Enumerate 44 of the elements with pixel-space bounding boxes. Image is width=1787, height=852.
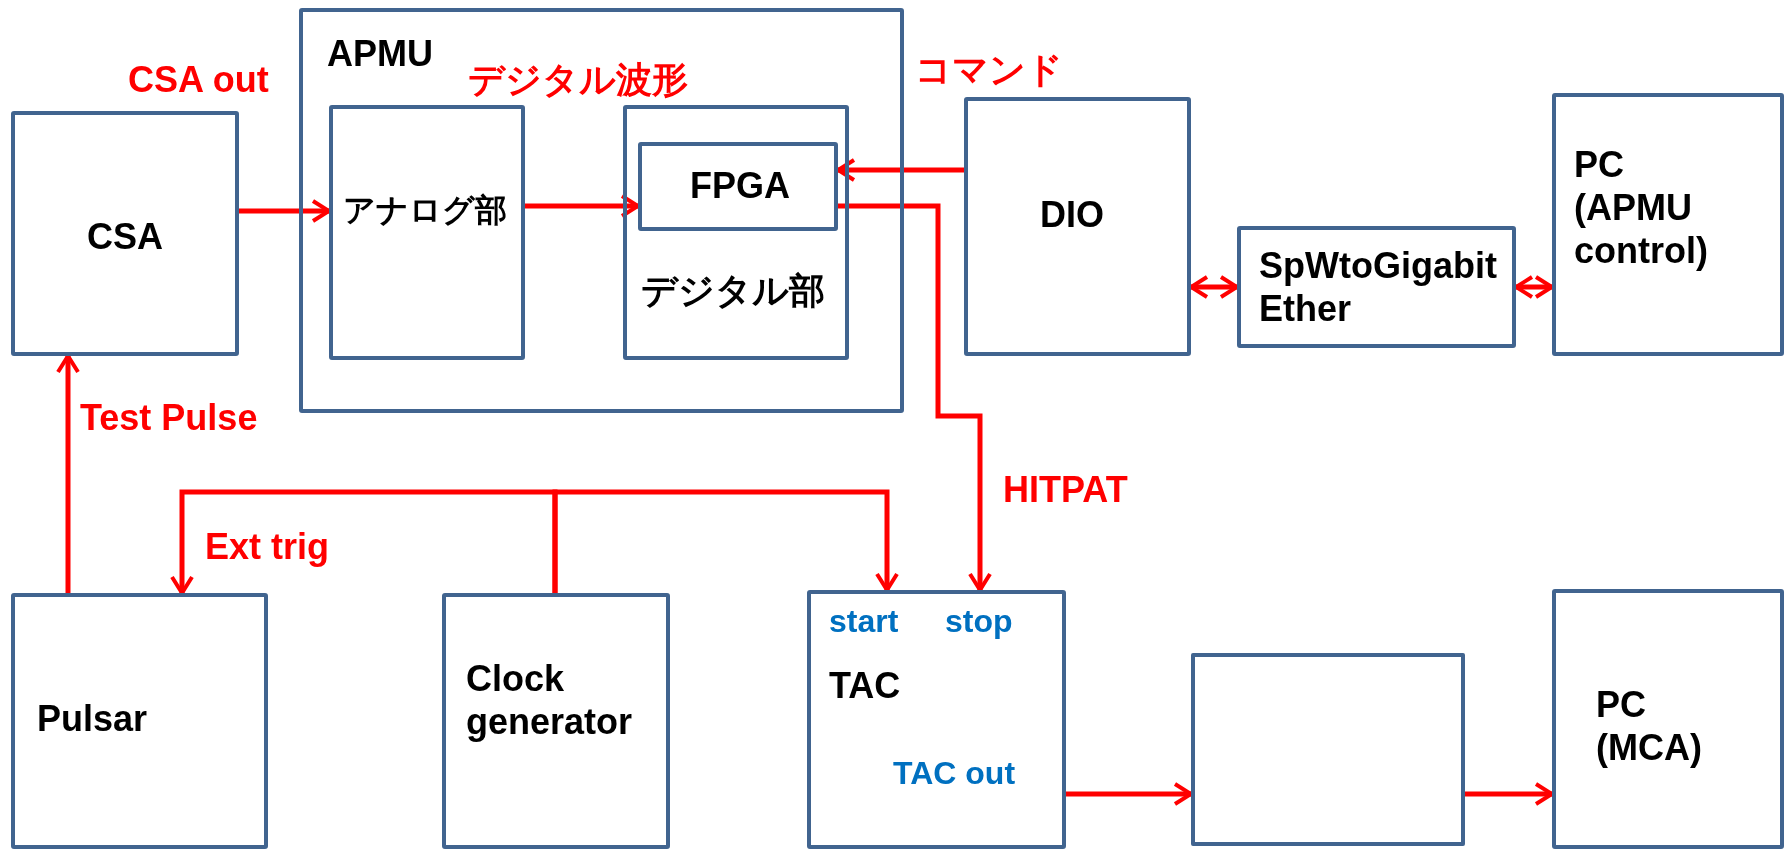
port-label: stop (945, 602, 1013, 641)
arrow (1465, 782, 1554, 806)
module-box (1237, 226, 1516, 348)
box-label: APMU (327, 32, 433, 76)
edge-label: Test Pulse (80, 396, 258, 440)
box-label: Pulsar (37, 697, 148, 741)
edge-label: デジタル波形 (468, 58, 688, 102)
arrow (838, 203, 992, 592)
box-label: DIO (1040, 193, 1104, 237)
edge-label: CSA out (128, 58, 269, 102)
module-box (964, 97, 1191, 356)
arrow (1189, 275, 1239, 299)
arrow (56, 354, 80, 593)
module-box (299, 8, 904, 413)
box-label: PC (APMU control) (1574, 143, 1709, 273)
module-box (1552, 93, 1784, 356)
port-label: TAC out (893, 754, 1016, 793)
module-box (807, 590, 1066, 849)
edge-label: コマンド (915, 48, 1063, 92)
edge-label: HITPAT (1003, 468, 1128, 512)
box-label: アナログ部 (343, 191, 507, 230)
arrow (1514, 275, 1554, 299)
module-box (1552, 589, 1784, 849)
module-box (638, 142, 838, 231)
port-label: start (829, 602, 899, 641)
box-label: FPGA (690, 164, 790, 208)
arrow (836, 158, 964, 182)
box-label: TAC (829, 664, 901, 708)
module-box (11, 111, 239, 356)
arrow (239, 199, 331, 223)
module-box (442, 593, 670, 849)
box-label: CSA (87, 215, 163, 259)
box-label: デジタル部 (641, 269, 825, 313)
box-label: SpWtoGigabit Ether (1259, 244, 1498, 331)
arrow (525, 194, 640, 218)
box-label: Clock generator (466, 657, 634, 744)
edge-label: Ext trig (205, 525, 329, 569)
module-box (1191, 653, 1465, 846)
arrow (552, 489, 899, 593)
module-box (329, 105, 525, 360)
module-box (11, 593, 268, 849)
arrow (1066, 782, 1193, 806)
module-box (623, 105, 849, 360)
box-label: PC (MCA) (1596, 683, 1703, 770)
